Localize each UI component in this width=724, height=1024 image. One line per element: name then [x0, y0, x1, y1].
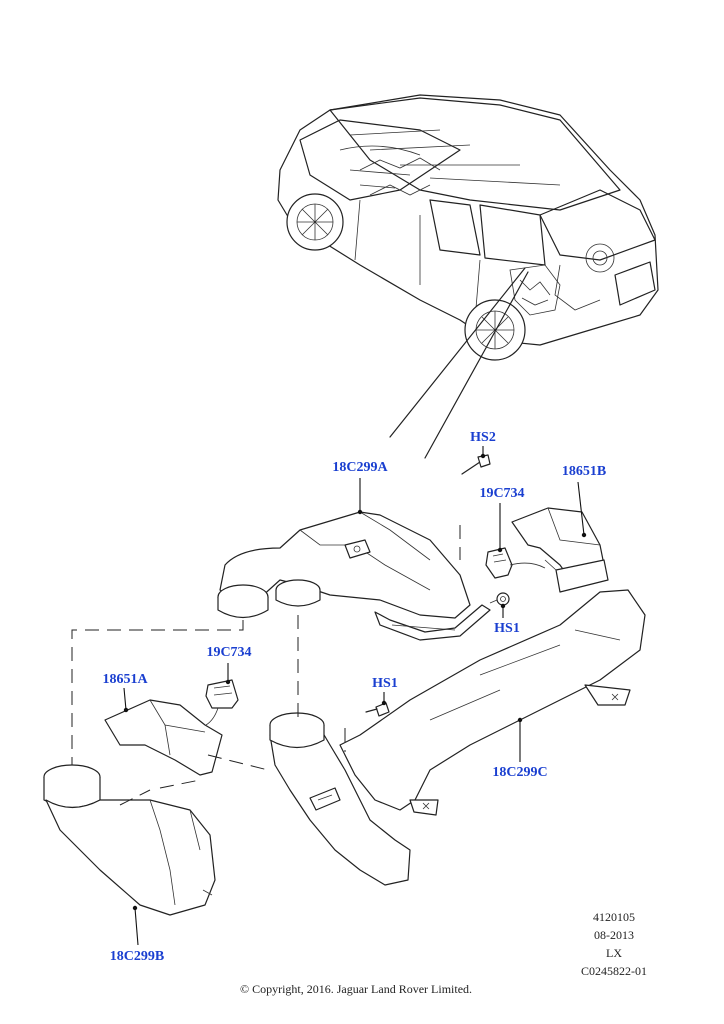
- meta-line-4: C0245822-01: [581, 964, 647, 978]
- label-18651B: 18651B: [562, 464, 606, 479]
- duct-18C299B: [43, 764, 216, 916]
- label-19C734-lower: 19C734: [206, 645, 251, 660]
- part-labels: 18C299A HS2 18651B 19C734 HS1 19C734 186…: [102, 430, 606, 964]
- meta-line-1: 4120105: [593, 910, 635, 924]
- sensor-19C734-upper: [485, 547, 546, 579]
- diagram-meta: 4120105 08-2013 LX C0245822-01 © Copyrig…: [240, 910, 647, 996]
- copyright: © Copyright, 2016. Jaguar Land Rover Lim…: [240, 982, 472, 996]
- outlet-18651B: [511, 507, 609, 593]
- label-18C299B: 18C299B: [110, 949, 164, 964]
- screw-HS1-lower: [365, 702, 390, 717]
- meta-line-3: LX: [606, 946, 622, 960]
- label-18C299A: 18C299A: [332, 460, 388, 475]
- label-19C734-upper: 19C734: [479, 486, 524, 501]
- screw-HS1-upper: [489, 592, 510, 606]
- leader-lines: [123, 446, 587, 946]
- screw-HS2: [461, 454, 491, 475]
- duct-18C299A: [217, 511, 491, 641]
- label-18651A: 18651A: [102, 672, 148, 687]
- label-18C299C: 18C299C: [492, 765, 547, 780]
- meta-line-2: 08-2013: [594, 928, 634, 942]
- assembly-lines: [71, 525, 461, 806]
- duct-18C299C: [269, 589, 646, 886]
- vehicle-illustration: [277, 94, 659, 459]
- outlet-18651A: [104, 699, 223, 776]
- label-HS1-lower: HS1: [372, 676, 398, 691]
- label-HS1-upper: HS1: [494, 621, 520, 636]
- label-HS2: HS2: [470, 430, 496, 445]
- sensor-19C734-lower: [205, 679, 239, 726]
